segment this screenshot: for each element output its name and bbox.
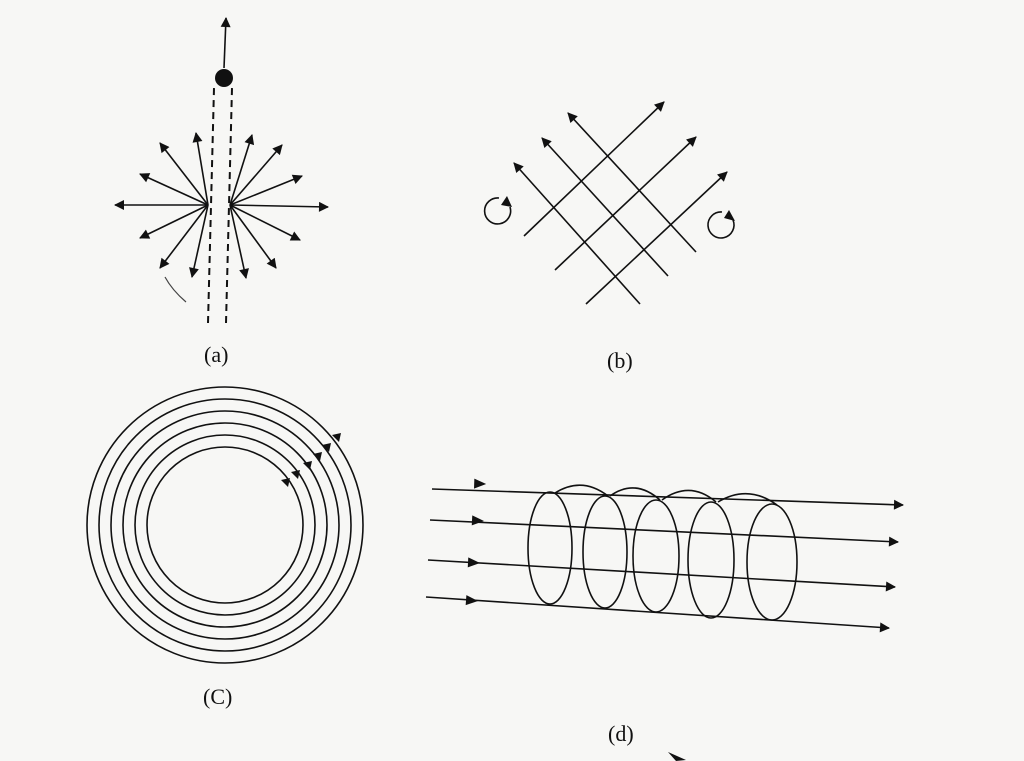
radial-arrow: [229, 174, 303, 206]
diagonal-arrow: [541, 137, 669, 277]
field-line: [431, 488, 904, 510]
field-circle: [122, 422, 328, 628]
circulation-arrowhead: [332, 433, 341, 442]
radial-arrow: [229, 144, 283, 206]
radial-arrow: [192, 132, 209, 206]
field-line: [425, 596, 890, 633]
coil-connector: [661, 489, 717, 503]
wire-right-dashed-line: [225, 87, 233, 324]
panel-b: (b): [483, 101, 735, 373]
coil-loop: [687, 501, 735, 619]
circulation-arrowhead: [303, 461, 312, 470]
diagonal-arrow: [567, 112, 697, 253]
moving-charge-dot: [215, 69, 233, 87]
field-line-arrowhead: [471, 515, 484, 526]
field-circle: [146, 446, 304, 604]
diagonal-arrow: [585, 171, 728, 305]
rotation-arrow-left-icon: [483, 196, 512, 225]
coil-loop: [632, 499, 680, 613]
radial-arrow: [229, 201, 329, 212]
field-circle: [98, 398, 352, 652]
circulation-arrowhead: [281, 478, 290, 487]
charge-velocity-arrow: [220, 17, 231, 69]
field-line-arrowhead: [474, 478, 487, 489]
stray-mark: [668, 752, 686, 761]
panel-c-label: (C): [203, 684, 232, 709]
right-radial-arrows: [229, 134, 329, 279]
up-left-arrows: [513, 112, 697, 305]
radial-arrow: [139, 204, 209, 239]
diagonal-arrow: [554, 136, 697, 271]
radial-arrow: [159, 142, 209, 206]
field-circle: [134, 434, 316, 616]
coil-loop: [582, 495, 628, 609]
coil-connector: [609, 487, 661, 501]
panel-d: (d): [425, 478, 904, 746]
radial-arrow: [159, 204, 209, 269]
circulation-arrowhead: [322, 443, 331, 452]
radial-arrow: [229, 204, 249, 279]
field-circle: [86, 386, 364, 664]
field-line: [429, 519, 899, 547]
circulation-arrowhead: [291, 470, 300, 479]
coil-loop: [746, 503, 798, 621]
field-circle: [110, 410, 340, 640]
circulation-arrowhead: [313, 452, 322, 461]
diagonal-arrow: [513, 162, 641, 305]
wire-left-dashed-line: [207, 87, 215, 324]
panel-a-label: (a): [204, 342, 228, 367]
panel-a: (a): [114, 17, 329, 367]
panel-c: (C): [86, 386, 364, 709]
radial-arrow: [189, 204, 209, 278]
diagonal-arrow: [523, 101, 665, 237]
solenoid-coil: [527, 484, 798, 621]
field-line-arrowhead: [465, 595, 478, 606]
left-radial-arrows: [114, 132, 209, 278]
up-right-arrows: [523, 101, 728, 305]
radial-arrow: [139, 173, 209, 206]
field-line-arrowhead: [467, 557, 480, 568]
field-line: [427, 559, 896, 592]
stray-pencil-mark: [164, 276, 187, 303]
axial-field-lines: [425, 478, 904, 633]
panel-d-label: (d): [608, 721, 634, 746]
radial-arrow: [229, 134, 255, 206]
coil-connector: [554, 484, 609, 497]
radial-arrow: [229, 204, 277, 269]
circulation-arrowheads: [281, 433, 341, 487]
radial-arrow: [229, 204, 301, 241]
rotation-arrow-right-icon: [707, 210, 735, 239]
panel-b-label: (b): [607, 348, 633, 373]
coil-loop: [527, 491, 573, 605]
